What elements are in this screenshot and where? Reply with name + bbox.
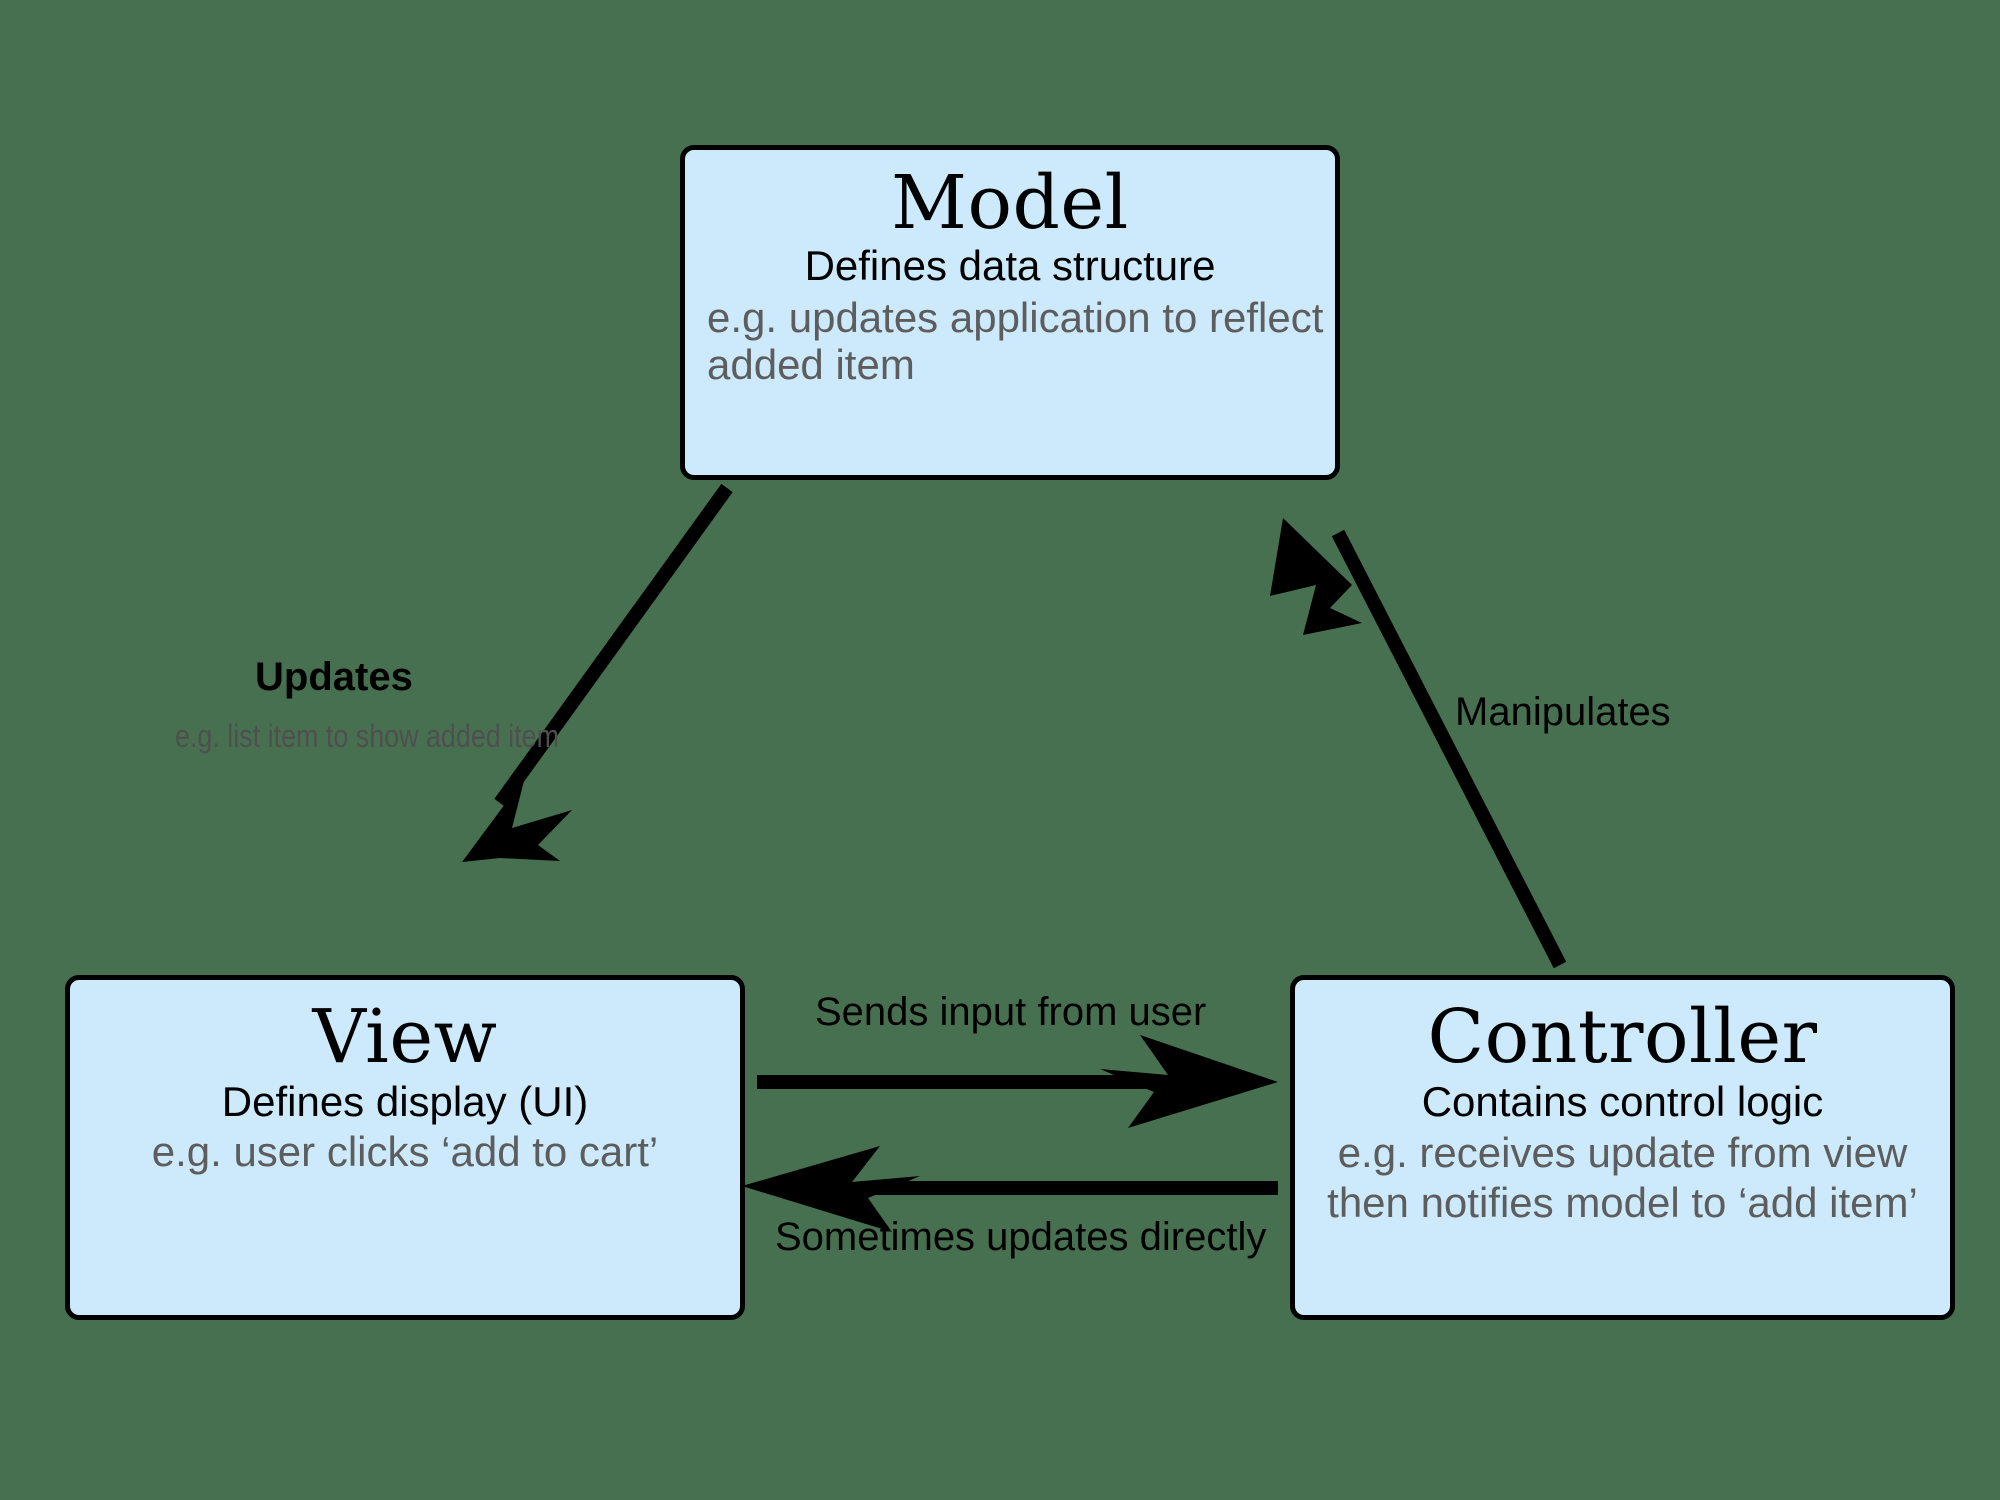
node-controller-example: e.g. receives update from view then noti… [1327, 1128, 1918, 1227]
node-controller-example-line-1: e.g. receives update from view [1337, 1129, 1908, 1177]
node-model[interactable]: Model Defines data structure e.g. update… [680, 145, 1340, 480]
arrow-view-to-controller [757, 1035, 1278, 1128]
edge-label-updates: Updates [255, 655, 413, 699]
node-controller-example-line-2: then notifies model to ‘add item’ [1327, 1178, 1918, 1226]
node-model-example-line-1: e.g. updates application to reflect [707, 294, 1324, 342]
arrow-model-to-view [462, 483, 733, 862]
node-model-subtitle: Defines data structure [804, 242, 1216, 289]
arrow-controller-to-model [1270, 518, 1567, 969]
node-controller[interactable]: Controller Contains control logic e.g. r… [1290, 975, 1955, 1320]
node-model-example: e.g. updates application to reflect adde… [685, 294, 1335, 388]
node-view-example: e.g. user clicks ‘add to cart’ [151, 1128, 659, 1176]
edge-label-updates-example: e.g. list item to show added item [175, 718, 559, 754]
node-view[interactable]: View Defines display (UI) e.g. user clic… [65, 975, 745, 1320]
edge-label-sometimes-updates: Sometimes updates directly [775, 1215, 1267, 1259]
node-view-subtitle: Defines display (UI) [221, 1078, 589, 1125]
node-model-example-line-2: added item [707, 341, 915, 389]
edge-label-manipulates: Manipulates [1455, 690, 1671, 734]
node-controller-subtitle: Contains control logic [1421, 1078, 1824, 1125]
edge-label-sends-input: Sends input from user [815, 990, 1207, 1034]
node-model-title: Model [891, 160, 1129, 246]
node-controller-title: Controller [1427, 994, 1818, 1080]
node-view-title: View [312, 994, 498, 1080]
